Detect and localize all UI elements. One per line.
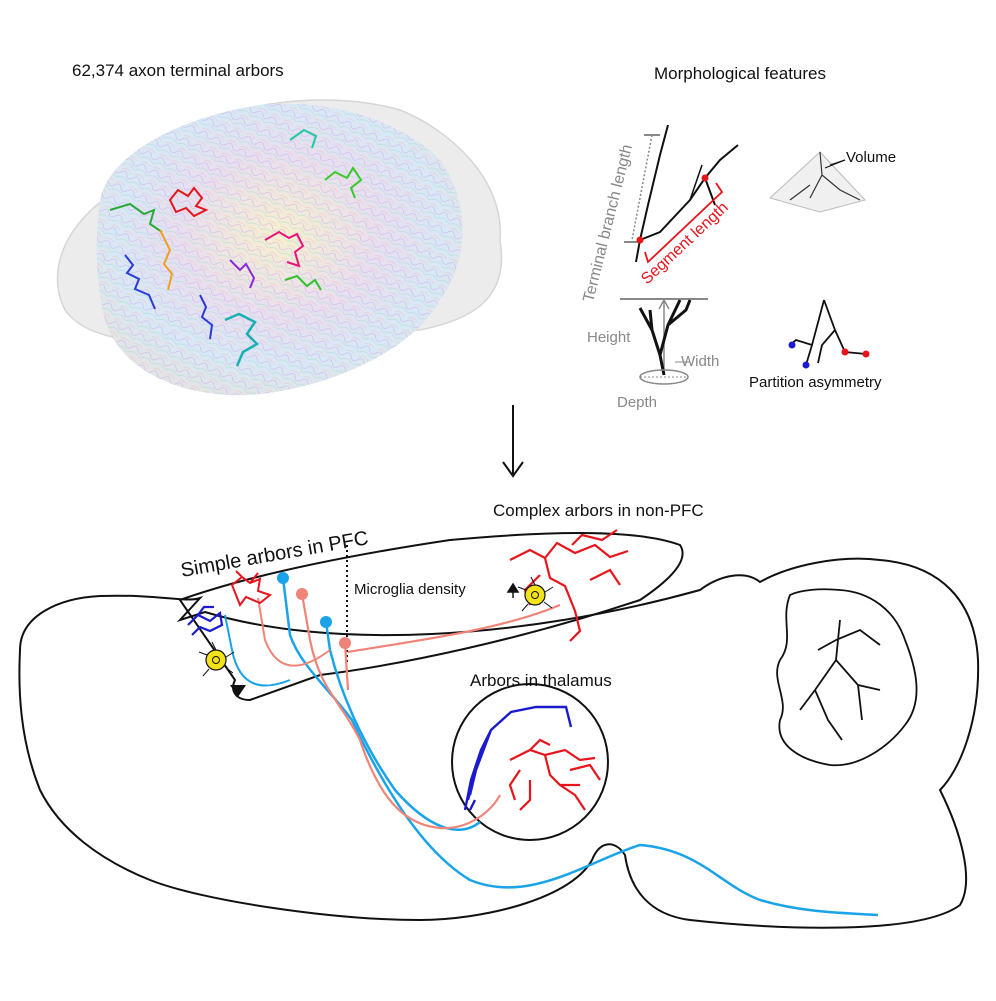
down-arrow	[502, 405, 524, 478]
soma-cyan-2	[320, 616, 332, 628]
label-arbor-count: 62,374 axon terminal arbors	[72, 61, 284, 80]
volume-pointer	[824, 159, 846, 169]
thalamus-arbor-red	[508, 738, 601, 811]
label-depth: Depth	[617, 394, 658, 411]
brain-3d-render	[56, 99, 503, 396]
arbor-purple-1	[229, 259, 256, 289]
cerebellum-outline	[776, 588, 918, 767]
arbor-blue-2	[199, 294, 214, 340]
thalamus-circle	[451, 683, 609, 841]
axon-salmon-1	[300, 593, 501, 830]
arbor-green-3	[284, 274, 322, 291]
sagittal-brain	[18, 529, 980, 929]
cortex-band	[178, 532, 684, 702]
node-red-1	[636, 236, 644, 244]
axon-cyan-thalamus	[324, 621, 481, 831]
label-width: Width	[681, 353, 720, 370]
pa-node-red-2	[862, 350, 870, 358]
hwd-arbor	[638, 299, 692, 376]
label-segment-length: Segment length	[638, 199, 732, 288]
pa-node-blue-1	[788, 341, 796, 349]
label-thalamus: Arbors in thalamus	[470, 671, 612, 690]
microglia-cell-lower	[198, 641, 235, 677]
branch-tip-2	[689, 164, 703, 201]
axon-cyan-pfc	[224, 614, 291, 687]
cerebellum-folds	[799, 619, 881, 741]
pfc-arbor-red	[230, 570, 273, 608]
height-arrowhead	[658, 298, 670, 310]
brain-fibers	[96, 103, 463, 396]
partition-tree	[789, 299, 867, 366]
label-terminal-branch-length: Terminal branch length	[580, 143, 636, 304]
soma-salmon-2	[339, 637, 351, 649]
thalamus-arbor-blue	[463, 705, 573, 811]
arbor-magenta-1	[264, 230, 305, 268]
arbor-green-2	[324, 166, 363, 199]
axon-salmon-2	[343, 603, 561, 691]
label-complex-non-pfc: Complex arbors in non-PFC	[493, 501, 704, 520]
arbor-green-1	[109, 202, 163, 233]
label-height: Height	[587, 329, 631, 346]
arbor-orange-1	[159, 229, 174, 291]
arbor-red-1	[168, 186, 209, 218]
branch-main	[635, 124, 669, 263]
pfc-arbor-blue	[187, 605, 224, 636]
arbor-blue-1	[124, 254, 156, 310]
arbor-cyan-1	[224, 312, 260, 367]
volume-arbor	[789, 151, 861, 201]
soma-cyan-1	[277, 572, 289, 584]
branch-segment	[639, 144, 739, 241]
label-partition-asymmetry: Partition asymmetry	[749, 374, 882, 391]
label-microglia-density: Microglia density	[354, 581, 466, 598]
nonpfc-arbor-red	[509, 529, 629, 642]
terminal-branch-dashed	[631, 134, 653, 241]
arbor-teal-1	[289, 128, 318, 149]
microglia-cell-upper	[517, 576, 554, 612]
soma-salmon-1	[296, 588, 308, 600]
segment-bracket	[644, 182, 724, 264]
pa-node-red-1	[841, 348, 849, 356]
down-arrow-small	[230, 685, 246, 697]
node-red-2	[701, 174, 709, 182]
features-panel	[620, 124, 870, 385]
brain-sagittal-outline	[18, 557, 980, 929]
label-morph-features: Morphological features	[654, 64, 826, 83]
pa-node-blue-2	[802, 361, 810, 369]
label-volume: Volume	[846, 149, 897, 166]
up-arrow	[506, 582, 520, 598]
axon-salmon-pfc	[257, 597, 331, 667]
axon-cyan-long	[281, 577, 879, 917]
